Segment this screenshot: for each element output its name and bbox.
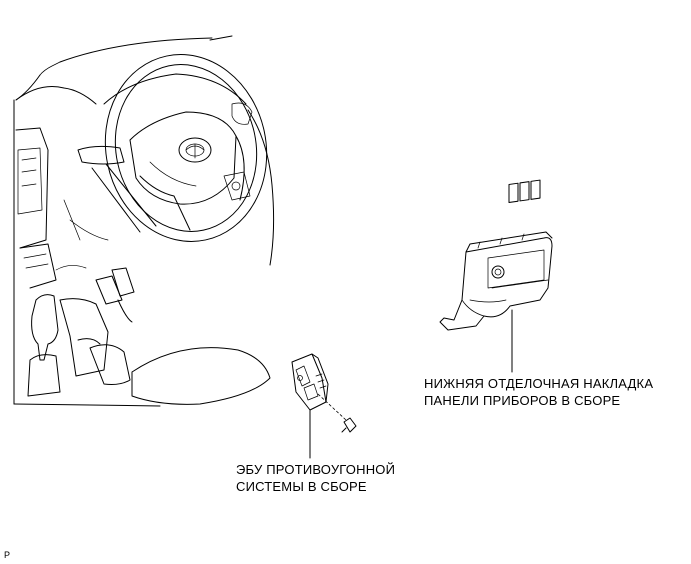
ecu-label-line-2: СИСТЕМЫ В СБОРЕ [236, 479, 367, 494]
lower-panel-label: НИЖНЯЯ ОТДЕЛОЧНАЯ НАКЛАДКА ПАНЕЛИ ПРИБОР… [424, 375, 653, 409]
panel-label-line-1: НИЖНЯЯ ОТДЕЛОЧНАЯ НАКЛАДКА [424, 376, 654, 391]
dashboard-drawing [13, 35, 275, 407]
ecu-label-line-1: ЭБУ ПРОТИВОУГОННОЙ [236, 462, 396, 477]
ecu-assembly-label: ЭБУ ПРОТИВОУГОННОЙ СИСТЕМЫ В СБОРЕ [236, 461, 395, 495]
panel-label-line-2: ПАНЕЛИ ПРИБОРОВ В СБОРЕ [424, 393, 621, 408]
leader-lines [309, 309, 513, 459]
lower-finish-panel-drawing [439, 179, 553, 331]
figure-reference: P [4, 550, 11, 560]
immobiliser-ecu-drawing [291, 353, 357, 433]
